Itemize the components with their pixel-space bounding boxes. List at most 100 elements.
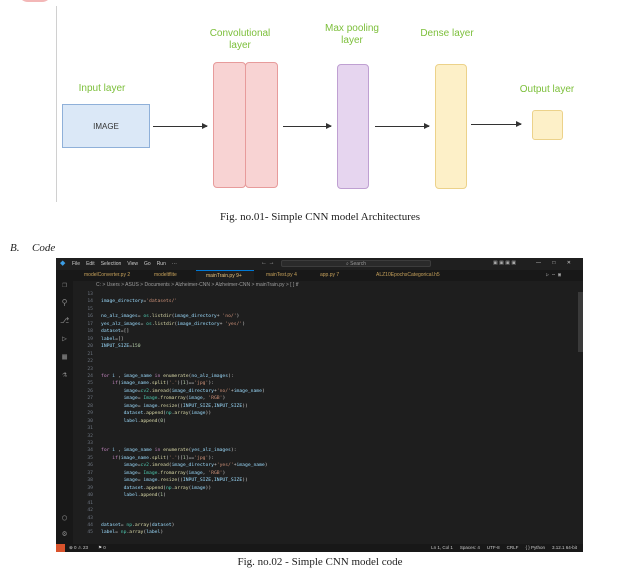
figure1-caption: Fig. no.01- Simple CNN model Architectur…: [219, 211, 421, 223]
code-line[interactable]: image_directory='datasets/': [101, 299, 178, 305]
editor-tab[interactable]: mainTest.py 4: [266, 272, 297, 278]
code-line[interactable]: label=[]: [101, 336, 124, 342]
section-title: Code: [32, 242, 56, 254]
remote-icon[interactable]: [56, 544, 65, 552]
menu-item[interactable]: Selection: [100, 261, 122, 267]
explorer-icon[interactable]: ❐: [62, 280, 67, 289]
search-box[interactable]: ⌕ Search: [281, 260, 431, 267]
status-item[interactable]: { } Python: [525, 545, 545, 550]
code-line[interactable]: for i , image_name in enumerate(yes_alz_…: [101, 448, 237, 454]
arrow-3: [375, 123, 430, 129]
status-item[interactable]: Ln 1, Col 1: [431, 545, 453, 550]
output-layer-label: Output layer: [519, 84, 575, 95]
status-item[interactable]: Spaces: 4: [459, 545, 480, 550]
menu-item[interactable]: ···: [171, 261, 177, 267]
code-line[interactable]: dataset=[]: [101, 329, 130, 335]
account-icon[interactable]: ◯: [62, 513, 67, 522]
search-icon: ⌕: [345, 261, 349, 267]
line-number: 27: [87, 396, 93, 402]
pool-block: [337, 64, 369, 189]
line-number: 32: [87, 433, 93, 439]
code-line[interactable]: if(image_name.split('.')[1]=='jpg'):: [112, 381, 214, 387]
page-decoration: [18, 0, 52, 2]
tab-actions-icon[interactable]: ▷ ⋯ ▣: [546, 272, 562, 278]
search-sidebar-icon[interactable]: ⚲: [61, 298, 68, 307]
search-label: Search: [350, 261, 367, 267]
pool-layer-label: Max pooling layer: [325, 23, 379, 46]
section-letter: B.: [10, 242, 20, 254]
editor-tab[interactable]: app.py 7: [320, 272, 340, 278]
settings-gear-icon[interactable]: ⚙: [62, 529, 67, 538]
image-input-box: IMAGE: [62, 104, 150, 148]
line-number: 40: [87, 493, 93, 499]
breadcrumb: C: > Users > ASUS > Documents > Alzheime…: [96, 282, 299, 288]
code-line[interactable]: for i , image_name in enumerate(no_alz_i…: [101, 373, 234, 379]
line-number: 25: [87, 381, 93, 387]
figure2-caption: Fig. no.02 - Simple CNN model code: [237, 556, 403, 568]
line-number: 28: [87, 403, 93, 409]
status-item[interactable]: CRLF: [506, 545, 519, 550]
code-line[interactable]: label= np.array(label): [101, 530, 164, 536]
line-number: 44: [87, 522, 93, 528]
line-number: 21: [87, 351, 93, 357]
line-number: 18: [87, 329, 93, 335]
code-line[interactable]: label.append(0): [123, 418, 166, 424]
conv-block-1: [213, 62, 246, 188]
line-number: 35: [87, 455, 93, 461]
status-ports[interactable]: ⚑ 0: [98, 545, 106, 550]
menu-item[interactable]: Edit: [86, 261, 95, 267]
code-line[interactable]: image= Image.fromarray(image, 'RGB'): [123, 396, 226, 402]
status-problems[interactable]: ⊗ 0 ⚠ 23: [69, 545, 89, 550]
extensions-icon[interactable]: ▦: [62, 352, 67, 361]
vscode-logo-icon: ◆: [60, 260, 66, 267]
line-number: 29: [87, 411, 93, 417]
code-line[interactable]: dataset.append(np.array(image)): [123, 485, 212, 491]
conv-block-2: [245, 62, 278, 188]
menu-item[interactable]: Run: [156, 261, 166, 267]
status-item[interactable]: 3.12.1 64-bit: [551, 545, 577, 550]
editor-tab[interactable]: ALZ10EpochsCategorical.h5: [376, 272, 440, 278]
code-line[interactable]: yes_alz_images= os.listdir(image_directo…: [101, 321, 246, 327]
arrow-2: [283, 123, 332, 129]
line-number: 14: [87, 299, 93, 305]
editor-tab[interactable]: mainTrain.py 9+: [196, 270, 254, 281]
editor-tab[interactable]: modeltflite: [154, 272, 177, 278]
menu-item[interactable]: Go: [144, 261, 151, 267]
code-line[interactable]: INPUT_SIZE=150: [101, 344, 141, 350]
status-item[interactable]: UTF-8: [486, 545, 500, 550]
code-line[interactable]: dataset= np.array(dataset): [101, 522, 175, 528]
line-number: 41: [87, 500, 93, 506]
code-line[interactable]: dataset.append(np.array(image)): [123, 411, 212, 417]
code-line[interactable]: image= image.resize((INPUT_SIZE,INPUT_SI…: [123, 403, 248, 409]
line-number: 16: [87, 314, 93, 320]
tab-bar: modelConverter.py 2 modeltflite mainTrain.…: [56, 270, 583, 281]
status-bar: ⊗ 0 ⚠ 23 ⚑ 0 Ln 1, Col 1 Spaces: 4 UTF-8 CR…: [56, 544, 583, 552]
line-number: 24: [87, 373, 93, 379]
window-controls[interactable]: — □ ✕: [536, 260, 576, 266]
source-control-icon[interactable]: ⎇: [60, 316, 70, 325]
code-line[interactable]: image=cv2.imread(image_directory+'no/'+i…: [123, 388, 265, 394]
editor-titlebar: ◆ File Edit Selection View Go Run ··· ← → ⌕ Se…: [56, 258, 583, 270]
dense-layer-label: Dense layer: [420, 28, 474, 39]
code-line[interactable]: if(image_name.split('.')[1]=='jpg'):: [112, 455, 214, 461]
line-number: 13: [87, 292, 93, 297]
menu-item[interactable]: View: [127, 261, 139, 267]
scrollbar[interactable]: [578, 292, 583, 352]
line-number: 42: [87, 508, 93, 514]
input-layer-label: Input layer: [78, 83, 126, 94]
line-number: 26: [87, 388, 93, 394]
output-block: [532, 110, 563, 140]
code-line[interactable]: image= image.resize((INPUT_SIZE,INPUT_SI…: [123, 478, 248, 484]
run-debug-icon[interactable]: ▷: [62, 334, 67, 343]
testing-icon[interactable]: ⚗: [62, 370, 67, 379]
editor-tab[interactable]: modelConverter.py 2: [84, 272, 131, 278]
code-line[interactable]: image= Image.fromarray(image, 'RGB'): [123, 470, 226, 476]
code-line[interactable]: label.append(1): [123, 493, 166, 499]
code-line[interactable]: no_alz_images= os.listdir(image_director…: [101, 314, 240, 320]
code-editor-screenshot: ◆ File Edit Selection View Go Run ··· ← → ⌕ Se…: [56, 258, 583, 552]
menu-item[interactable]: File: [72, 261, 81, 267]
nav-arrows-icon[interactable]: ← →: [261, 260, 275, 266]
layout-icons[interactable]: ▣ ▣ ▣ ▣: [493, 260, 517, 266]
code-line[interactable]: image=cv2.imread(image_directory+'yes/'+…: [123, 463, 268, 469]
conv-layer-label: Convolutional layer: [209, 28, 271, 51]
